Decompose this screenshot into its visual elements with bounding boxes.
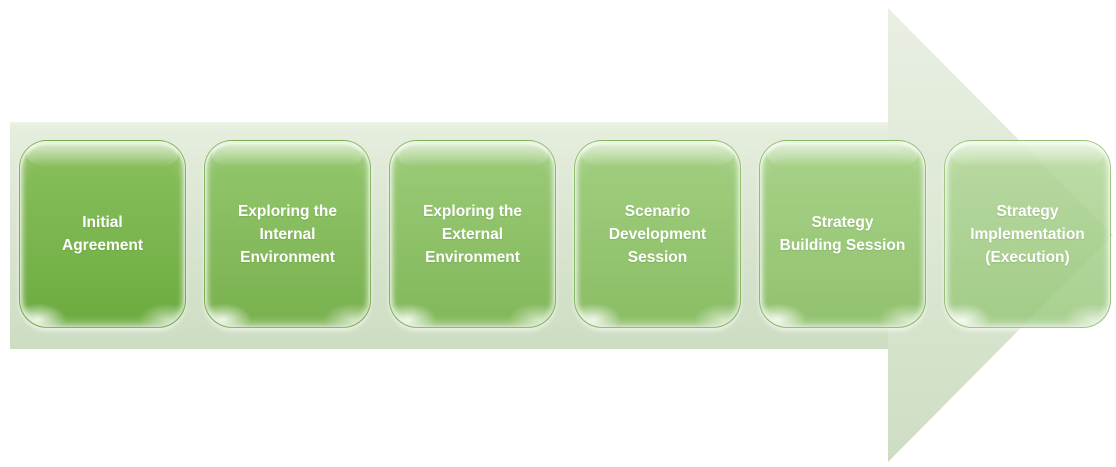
- step-box-exploring-internal-environment: Exploring the Internal Environment: [204, 140, 371, 328]
- step-label: Scenario Development Session: [608, 202, 707, 266]
- step-box-strategy-implementation-execution: Strategy Implementation (Execution): [944, 140, 1111, 328]
- step-label: Initial Agreement: [62, 214, 143, 254]
- step-label: Strategy Implementation (Execution): [970, 202, 1085, 266]
- process-steps: Initial Agreement Exploring the Internal…: [19, 140, 1111, 328]
- step-box-strategy-building-session: Strategy Building Session: [759, 140, 926, 328]
- step-box-initial-agreement: Initial Agreement: [19, 140, 186, 328]
- step-box-exploring-external-environment: Exploring the External Environment: [389, 140, 556, 328]
- step-label: Exploring the External Environment: [422, 202, 523, 266]
- step-box-scenario-development-session: Scenario Development Session: [574, 140, 741, 328]
- step-label: Exploring the Internal Environment: [237, 202, 338, 266]
- step-label: Strategy Building Session: [779, 214, 906, 254]
